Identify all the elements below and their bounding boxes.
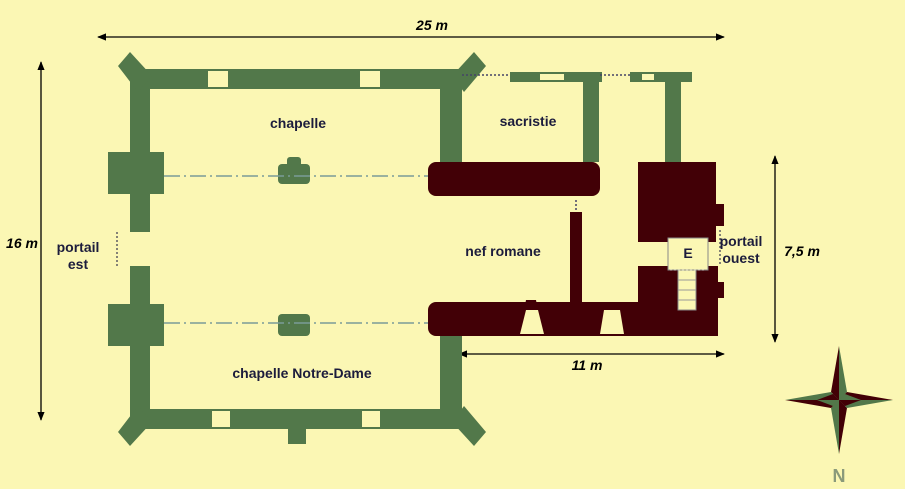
portal-ouest-label-line2: ouest: [722, 250, 760, 266]
gothic-walls: [108, 52, 692, 446]
stair-tower: [667, 237, 709, 311]
nave-width-dimension-label: 7,5 m: [784, 243, 820, 259]
portal-est-label-line2: est: [68, 256, 89, 272]
room-label-sacristie: sacristie: [500, 113, 557, 129]
width-dimension-label: 25 m: [415, 17, 448, 33]
height-dimension-label: 16 m: [6, 235, 38, 251]
room-label-chapelle: chapelle: [270, 115, 326, 131]
stair-label: E: [683, 245, 692, 261]
portal-est-label-line1: portail: [57, 239, 100, 255]
room-label-nef-romane: nef romane: [465, 243, 541, 259]
compass-rose-icon: [785, 346, 893, 454]
compass-north-label: N: [833, 466, 846, 486]
portal-ouest-label-line1: portail: [720, 233, 763, 249]
room-label-chapelle-notre-dame: chapelle Notre-Dame: [232, 365, 371, 381]
wall-openings: [208, 71, 654, 427]
nave-length-dimension-label: 11 m: [572, 357, 603, 373]
